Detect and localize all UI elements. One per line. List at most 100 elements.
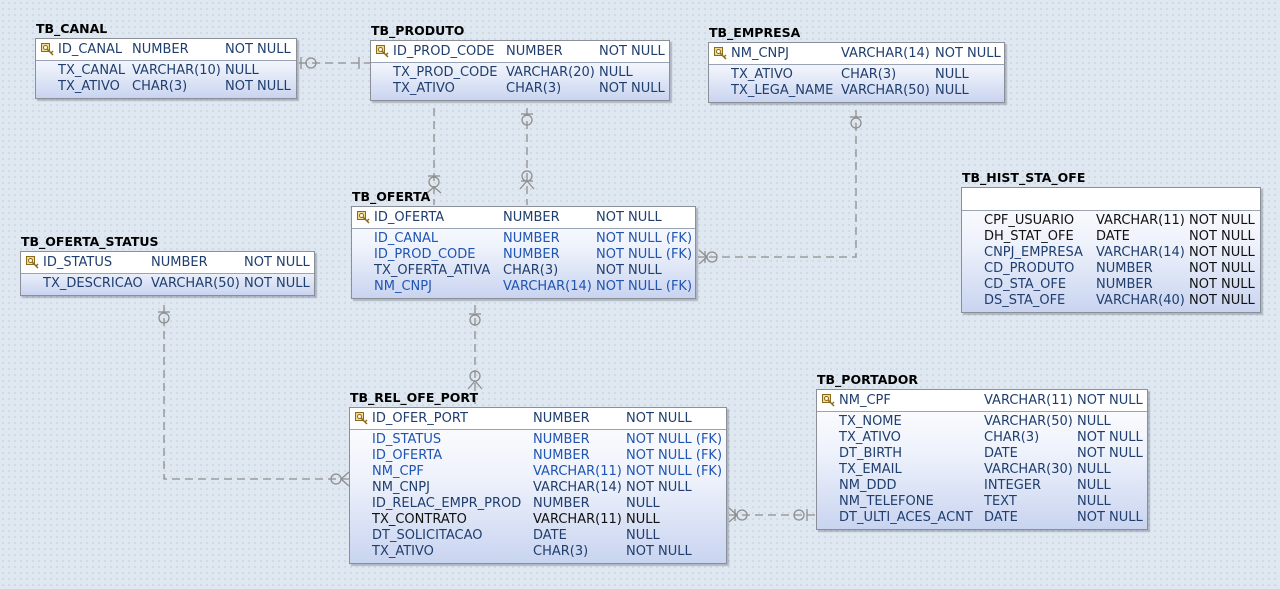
pk-row: ID_OFERTA NUMBER NOT NULL: [352, 207, 695, 229]
table-tb-produto[interactable]: TB_PRODUTO ID_PROD_CODE NUMBER NOT NULL …: [370, 23, 670, 101]
column-type: NUMBER: [132, 42, 189, 57]
column-name: ID_STATUS: [372, 432, 442, 447]
column-type: NUMBER: [533, 432, 590, 447]
table-tb-oferta[interactable]: TB_OFERTA ID_OFERTA NUMBER NOT NULL ID_C…: [351, 189, 696, 299]
column-type: VARCHAR(14): [533, 480, 622, 495]
column-type: NUMBER: [503, 231, 560, 246]
key-icon: [357, 211, 370, 224]
column-null: NOT NULL: [1077, 446, 1143, 461]
column-null: NOT NULL: [1189, 277, 1255, 292]
table-title: TB_CANAL: [36, 21, 108, 36]
rel-status-relofeport-line: [163, 305, 349, 480]
column-name: TX_NOME: [839, 414, 902, 429]
column-null: NOT NULL: [1189, 293, 1255, 308]
column-type: VARCHAR(11): [533, 512, 622, 527]
column-name: ID_STATUS: [43, 255, 113, 270]
column-name: TX_ATIVO: [372, 544, 434, 559]
column-null: NULL: [599, 65, 633, 80]
column-name: DT_ULTI_ACES_ACNT: [839, 510, 973, 525]
column-name: CNPJ_EMPRESA: [984, 245, 1083, 260]
column-name: TX_ATIVO: [393, 81, 455, 96]
column-type: NUMBER: [533, 496, 590, 511]
column-type: DATE: [533, 528, 567, 543]
column-type: VARCHAR(11): [533, 464, 622, 479]
column-type: VARCHAR(50): [841, 83, 930, 98]
column-null: NOT NULL: [244, 255, 310, 270]
column-type: NUMBER: [1096, 261, 1153, 276]
column-type: NUMBER: [506, 44, 563, 59]
column-type: VARCHAR(20): [506, 65, 595, 80]
column-null: NOT NULL (FK): [626, 464, 723, 479]
column-name: CD_PRODUTO: [984, 261, 1075, 276]
column-name: TX_DESCRICAO: [43, 276, 143, 291]
column-name: CPF_USUARIO: [984, 213, 1075, 228]
pk-row: NM_CPF VARCHAR(11) NOT NULL: [817, 390, 1147, 412]
pk-row-empty: [962, 188, 1260, 211]
column-null: NOT NULL: [1189, 261, 1255, 276]
column-type: TEXT: [984, 494, 1017, 509]
column-null: NOT NULL: [626, 544, 692, 559]
table-tb-empresa[interactable]: TB_EMPRESA NM_CNPJ VARCHAR(14) NOT NULL …: [708, 25, 1005, 103]
column-null: NULL: [1077, 494, 1111, 509]
column-type: NUMBER: [151, 255, 208, 270]
column-type: CHAR(3): [984, 430, 1040, 445]
column-null: NOT NULL: [225, 79, 291, 94]
column-name: ID_OFERTA: [372, 448, 443, 463]
column-name: TX_LEGA_NAME: [731, 83, 834, 98]
column-name: NM_CNPJ: [731, 46, 789, 61]
column-null: NULL: [626, 496, 660, 511]
column-type: VARCHAR(14): [1096, 245, 1185, 260]
column-type: NUMBER: [503, 210, 560, 225]
key-icon: [714, 47, 727, 60]
table-tb-oferta-status[interactable]: TB_OFERTA_STATUS ID_STATUS NUMBER NOT NU…: [20, 234, 315, 296]
column-null: NULL: [626, 512, 660, 527]
table-title: TB_OFERTA_STATUS: [21, 234, 159, 249]
column-null: NOT NULL: [626, 480, 692, 495]
pk-row: ID_STATUS NUMBER NOT NULL: [21, 252, 314, 274]
column-name: TX_EMAIL: [839, 462, 902, 477]
column-null: NOT NULL: [626, 411, 692, 426]
column-name: DH_STAT_OFE: [984, 229, 1074, 244]
column-name: TX_ATIVO: [731, 67, 793, 82]
column-name: ID_CANAL: [58, 42, 123, 57]
column-null: NULL: [935, 67, 969, 82]
column-name: DS_STA_OFE: [984, 293, 1066, 308]
column-type: VARCHAR(40): [1096, 293, 1185, 308]
column-null: NOT NULL: [225, 42, 291, 57]
key-icon: [376, 45, 389, 58]
table-tb-rel-ofe-port[interactable]: TB_REL_OFE_PORT ID_OFER_PORT NUMBER NOT …: [349, 390, 727, 564]
column-null: NOT NULL: [596, 210, 662, 225]
column-name: NM_CNPJ: [372, 480, 430, 495]
column-name: ID_OFER_PORT: [372, 411, 468, 426]
column-name: ID_PROD_CODE: [393, 44, 495, 59]
key-icon: [26, 256, 39, 269]
column-name: TX_ATIVO: [58, 79, 120, 94]
column-name: DT_SOLICITACAO: [372, 528, 483, 543]
column-type: VARCHAR(14): [841, 46, 930, 61]
column-null: NULL: [225, 63, 259, 78]
key-icon: [355, 412, 368, 425]
column-type: NUMBER: [503, 247, 560, 262]
column-null: NULL: [626, 528, 660, 543]
column-null: NOT NULL: [599, 44, 665, 59]
table-tb-portador[interactable]: TB_PORTADOR NM_CPF VARCHAR(11) NOT NULL …: [816, 372, 1148, 530]
column-name: TX_ATIVO: [839, 430, 901, 445]
pk-row: ID_OFER_PORT NUMBER NOT NULL: [350, 408, 726, 430]
table-title: TB_PRODUTO: [371, 23, 465, 38]
table-tb-canal[interactable]: TB_CANAL ID_CANAL NUMBER NOT NULL TX_CAN…: [35, 21, 297, 99]
